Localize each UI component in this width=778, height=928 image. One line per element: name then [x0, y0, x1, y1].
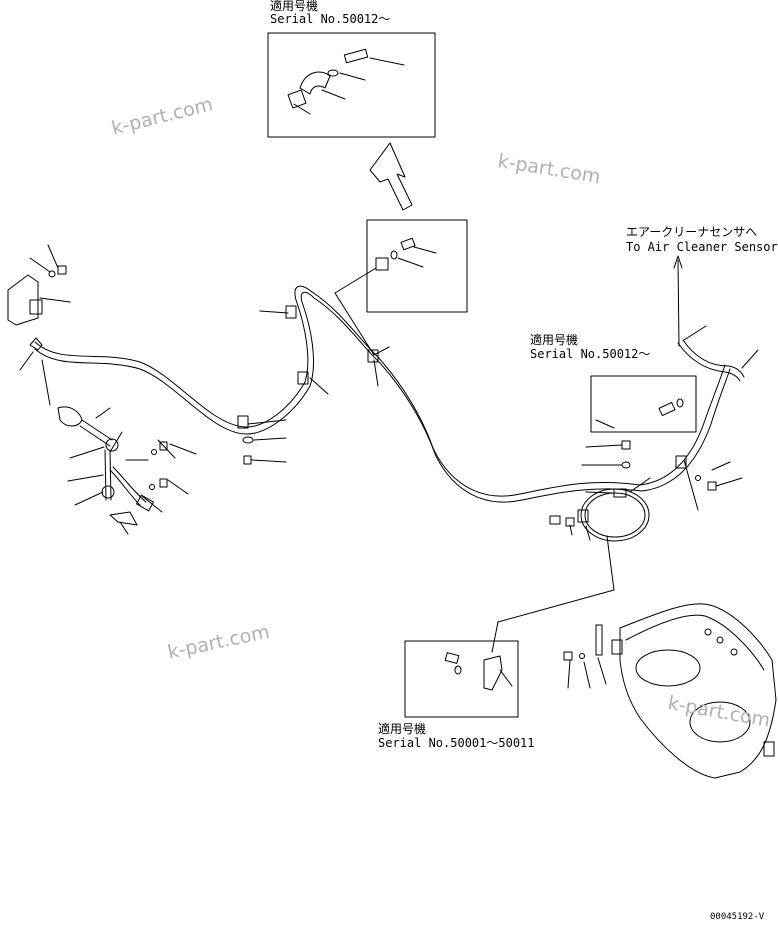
bottom-box-parts: [444, 535, 615, 691]
top-note-serial-number: Serial No.50012～: [270, 12, 391, 26]
middle-box-parts: [375, 237, 437, 271]
air-cleaner-label-english: To Air Cleaner Sensor: [626, 240, 778, 254]
detail-box-right: [590, 375, 697, 433]
arrow-up-icon: [673, 255, 683, 269]
right-box-parts: [658, 398, 684, 417]
left-sensor-assembly: [7, 274, 155, 526]
callout-leaders: [19, 244, 759, 689]
up-arrow-icon: [369, 142, 413, 211]
bolts-and-washers: [48, 265, 717, 661]
detail-box-middle: [366, 219, 468, 313]
detail-box-top: [267, 32, 436, 138]
top-box-parts: [287, 48, 405, 115]
bracket-cover: [611, 603, 777, 779]
detail-box-bottom: [404, 640, 519, 718]
air-cleaner-leader: [677, 259, 680, 347]
bottom-note-serial-label: 適用号機: [378, 722, 427, 736]
main-harness: [34, 285, 731, 503]
bottom-note-serial-number: Serial No.50001～50011: [378, 736, 535, 750]
right-note-serial-number: Serial No.50012～: [530, 347, 651, 361]
top-note-serial-label: 適用号機: [270, 0, 319, 13]
air-cleaner-label-japanese: エアークリーナセンサへ: [626, 225, 758, 239]
right-note-serial-label: 適用号機: [530, 333, 579, 347]
drawing-id: 00045192-V: [710, 912, 765, 922]
